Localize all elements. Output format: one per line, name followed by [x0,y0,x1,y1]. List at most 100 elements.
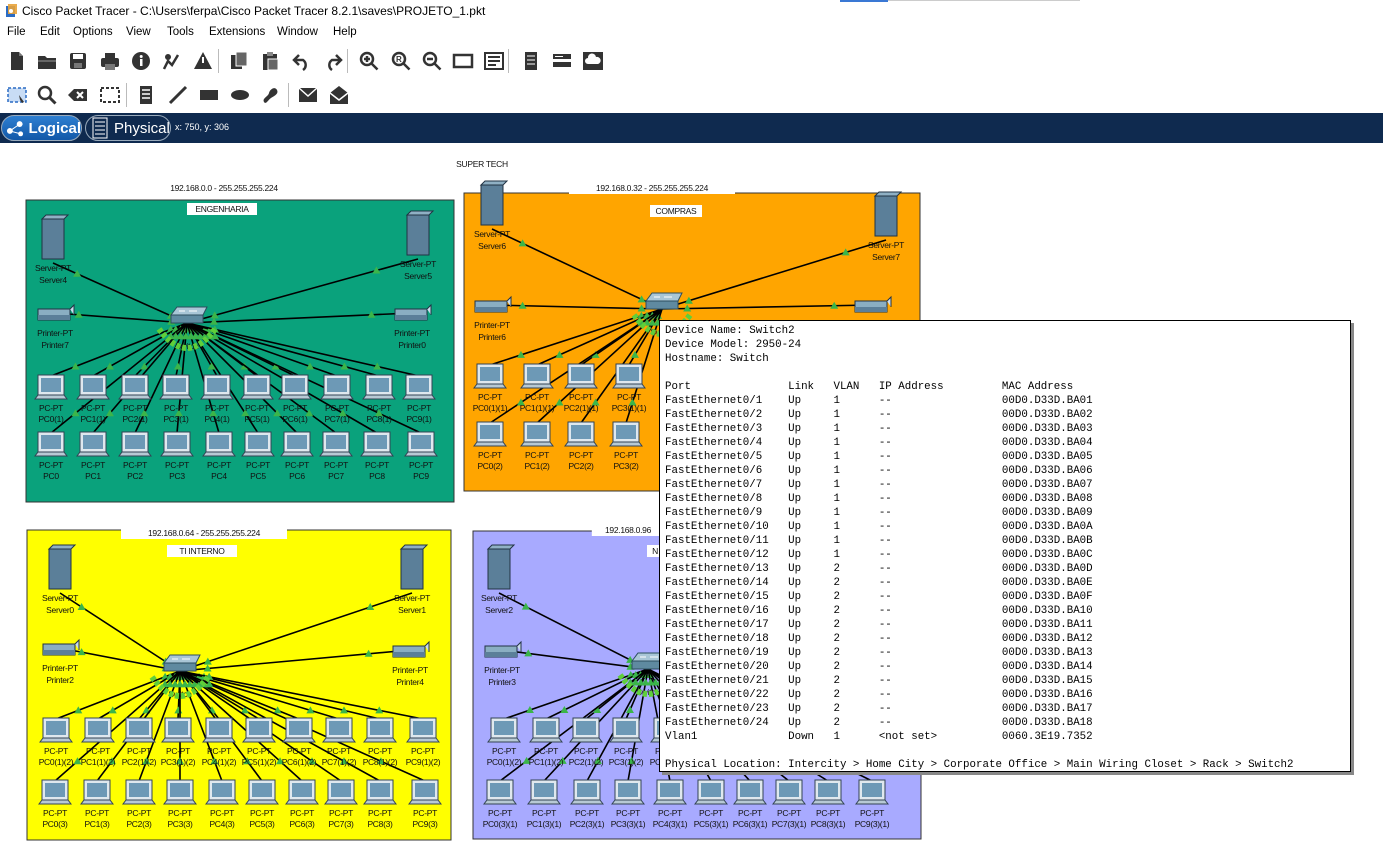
zone-engenharia[interactable]: 192.168.0.0 - 255.255.255.224ENGENHARIAS… [25,182,455,503]
menu-help[interactable]: Help [333,26,357,38]
menu-view[interactable]: View [126,26,151,38]
save-icon[interactable] [66,49,90,73]
add-complex-pdu-icon[interactable] [327,83,351,107]
select-icon[interactable] [5,83,29,107]
physical-mode-button[interactable]: Physical [85,115,171,141]
zoom-in-icon[interactable] [357,49,381,73]
activity-wizard-icon[interactable] [160,49,184,73]
add-simple-pdu-icon[interactable] [296,83,320,107]
switch-device[interactable]: Switch [170,306,208,351]
switch-device[interactable]: Switch [163,654,201,699]
open-folder-icon[interactable] [35,49,59,73]
redo-icon[interactable] [321,49,345,73]
rectangle-icon[interactable] [197,83,221,107]
info-icon[interactable] [129,49,153,73]
zoom-out-icon[interactable] [420,49,444,73]
pdu-icon[interactable] [550,49,574,73]
paste-icon[interactable] [258,49,282,73]
draw-line-icon[interactable] [166,83,190,107]
delete-icon[interactable] [66,83,90,107]
inspect-icon[interactable] [35,83,59,107]
note-icon[interactable] [134,83,158,107]
resize-icon[interactable] [98,83,122,107]
menu-edit[interactable]: Edit [40,26,60,38]
print-icon[interactable] [98,49,122,73]
zone-area[interactable] [25,199,455,503]
ellipse-icon[interactable] [228,83,252,107]
menu-tools[interactable]: Tools [167,26,194,38]
new-file-icon[interactable] [5,49,29,73]
logical-mode-button[interactable]: Logical [1,115,82,141]
menu-options[interactable]: Options [73,26,113,38]
menu-window[interactable]: Window [277,26,318,38]
viewport-icon[interactable] [519,49,543,73]
cloud-icon[interactable] [581,49,605,73]
copy-icon[interactable] [227,49,251,73]
custom-device-dialog-icon[interactable] [482,49,506,73]
menu-file[interactable]: File [7,26,26,38]
zoom-reset-icon[interactable]: R [389,49,413,73]
